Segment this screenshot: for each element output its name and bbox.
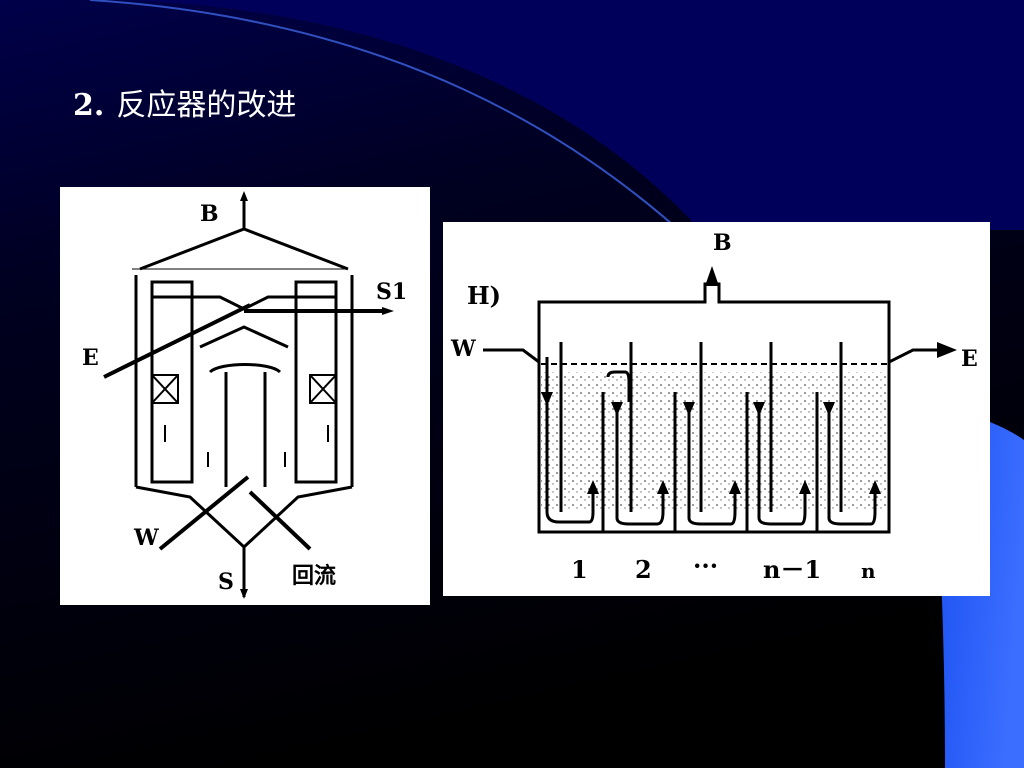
label-W-left: W	[133, 525, 159, 551]
compartment-label-ellipsis: ···	[693, 551, 718, 580]
label-B-top: B	[200, 201, 219, 227]
compartment-label-1: 1	[571, 555, 588, 584]
label-B-right: B	[713, 230, 732, 256]
title-number: 2.	[73, 88, 105, 123]
slide-title: 2. 反应器的改进	[73, 80, 296, 124]
reactor-drawing-right: H) B W E 1 2 ··· n－1 n	[450, 230, 978, 584]
compartment-label-n-1: n－1	[763, 555, 821, 584]
label-reflux: 回流	[292, 563, 336, 589]
compartment-label-n: n	[861, 559, 876, 583]
reactor-diagram-right: H) B W E 1 2 ··· n－1 n	[443, 222, 990, 596]
reactor-drawing-left: B S1 E W S 回流	[82, 191, 407, 599]
label-S1: S1	[376, 279, 407, 305]
label-E-right: E	[961, 346, 978, 372]
label-S-bottom: S	[218, 569, 234, 595]
compartment-label-2: 2	[635, 555, 652, 584]
label-E-left: E	[82, 345, 99, 371]
label-W-right: W	[450, 336, 476, 362]
label-H-tag: H)	[467, 281, 501, 310]
reactor-diagram-left: B S1 E W S 回流	[60, 187, 430, 605]
title-text: 反应器的改进	[116, 88, 297, 123]
